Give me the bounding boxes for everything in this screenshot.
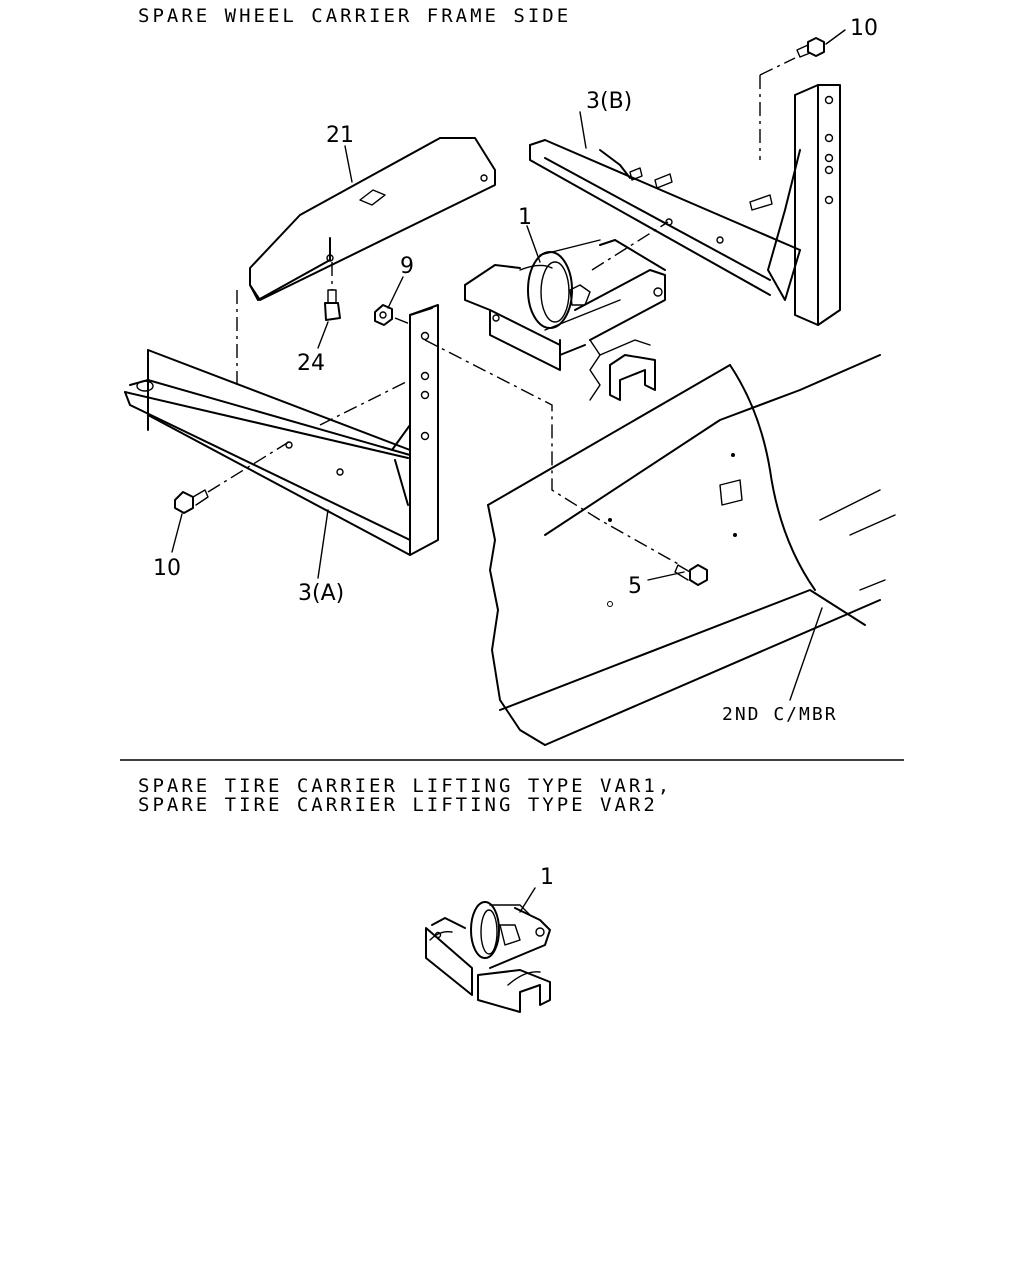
- bolt-5: [674, 564, 708, 586]
- section-title-frame-side: SPARE WHEEL CARRIER FRAME SIDE: [138, 5, 572, 27]
- callout-2nd-crossmember: 2ND C/MBR: [722, 704, 838, 725]
- leader-lines: [171, 29, 846, 913]
- bracket-3b: [529, 84, 841, 326]
- bracket-3a: [124, 304, 439, 556]
- winch-assembly-top: [464, 239, 666, 401]
- callout-1-bottom: 1: [540, 865, 554, 890]
- callout-3a: 3(A): [298, 581, 344, 606]
- section-title-lifting-type-line1: SPARE TIRE CARRIER LIFTING TYPE VAR1,: [138, 775, 673, 797]
- plate-21: [249, 137, 496, 301]
- winch-assembly-bottom: [425, 901, 551, 1013]
- callout-9: 9: [400, 254, 414, 279]
- nut-9: [374, 304, 393, 326]
- section-title-lifting-type-line2: SPARE TIRE CARRIER LIFTING TYPE VAR2: [138, 794, 658, 816]
- bolt-10-top: [796, 37, 825, 58]
- assembly-centerlines: [207, 57, 796, 566]
- callout-10-left: 10: [153, 556, 181, 581]
- callout-1-top: 1: [518, 205, 532, 230]
- callout-3b: 3(B): [586, 89, 632, 114]
- frame-crossmember: [487, 354, 896, 746]
- callout-24: 24: [297, 351, 325, 376]
- callout-5: 5: [628, 574, 642, 599]
- callout-21: 21: [326, 123, 354, 148]
- bolt-24: [324, 289, 341, 321]
- callout-10-top: 10: [850, 16, 878, 41]
- bolt-10-left: [174, 489, 209, 514]
